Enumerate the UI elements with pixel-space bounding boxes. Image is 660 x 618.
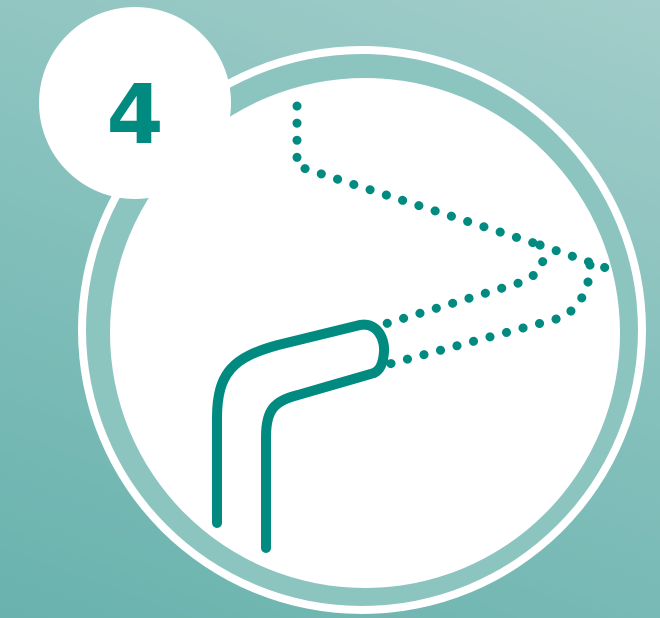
step-badge: 4 — [39, 7, 231, 199]
step-number: 4 — [106, 68, 163, 163]
